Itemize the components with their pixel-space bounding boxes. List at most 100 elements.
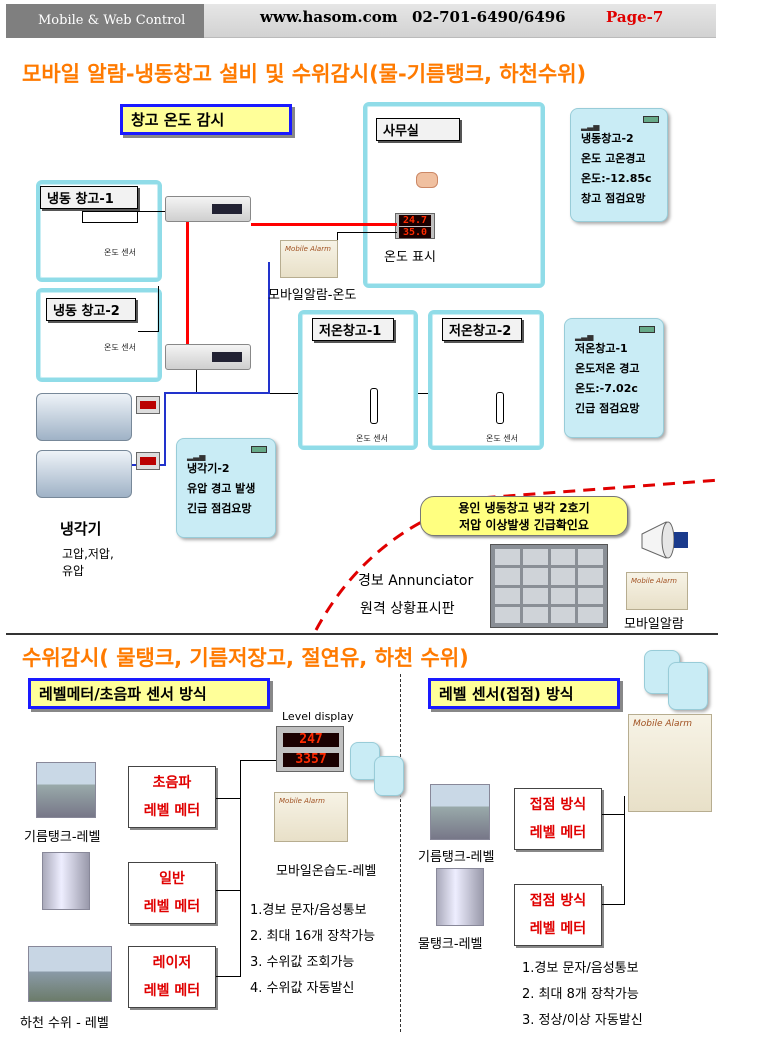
cold2-label: 저온창고-2 [442, 318, 522, 341]
wire-f1-h [138, 211, 165, 212]
freezer2-label: 냉동 창고-2 [46, 298, 136, 321]
mobile-alarm-right-device: Mobile Alarm [628, 714, 712, 812]
controller-2-screen [212, 352, 242, 362]
cooler-machine-2 [36, 450, 132, 498]
signal-icon: ▂▃▅ [575, 332, 594, 341]
mini-phone-4 [374, 756, 404, 796]
line-m3 [216, 976, 240, 977]
header-site[interactable]: www.hasom.com [260, 8, 398, 26]
phone2-line1: 저온창고-1 [575, 342, 628, 355]
cold1-sensor [370, 388, 378, 424]
right-list-1: 1.경보 문자/음성통보 [522, 961, 639, 976]
mobile-level-label: 모바일온습도-레벨 [276, 864, 377, 879]
controller-1-screen [212, 204, 242, 214]
meter-general-line1: 일반 [159, 871, 185, 887]
meter-laser: 레이저 레벨 메터 [128, 946, 216, 1008]
oil-tank-label-right: 기름탱크-레벨 [418, 850, 495, 865]
cooler-machine-1 [36, 393, 132, 441]
controller-1 [165, 196, 251, 222]
oil-tank-photo [36, 762, 96, 818]
meter-general: 일반 레벨 메터 [128, 862, 216, 924]
level-display-bottom: 3357 [283, 753, 339, 767]
temp-display-bottom: 35.0 [399, 227, 431, 238]
annunciator-grid [491, 545, 607, 627]
left-list-4: 4. 수위값 자동발신 [250, 981, 355, 996]
phone1-line4: 창고 점검요망 [581, 192, 646, 205]
phone3-line2: 유압 경고 발생 [187, 482, 256, 495]
water-tank-photo-right [436, 868, 484, 926]
cooler-sub-1: 고압,저압, [62, 547, 114, 561]
mini-phone-2 [668, 662, 708, 710]
phone1-line2: 온도 고온경고 [581, 152, 646, 165]
wire-f2-h [138, 331, 158, 332]
mobile-alarm-temp-brand: Mobile Alarm [285, 245, 331, 253]
siren-icon [416, 172, 438, 188]
cooler-meter-2-digits [140, 457, 156, 465]
cooler-sub: 고압,저압, 유압 [62, 546, 114, 580]
speech-line1: 용인 냉동창고 냉각 2호기 [458, 501, 590, 515]
phone-message-3: ▂▃▅ 냉각기-2 유압 경고 발생 긴급 점검요망 [176, 438, 276, 538]
meter-laser-line2: 레벨 메터 [143, 983, 201, 999]
header-page: Page-7 [606, 8, 664, 26]
cold2-sensor-label: 온도 센서 [486, 434, 518, 443]
phone2-line4: 긴급 점검요망 [575, 402, 640, 415]
right-feature-list: 1.경보 문자/음성통보 2. 최대 8개 장착가능 3. 정상/이상 자동발신 [522, 956, 643, 1034]
section2-title: 수위감시( 물탱크, 기름저장고, 절연유, 하천 수위) [22, 646, 469, 670]
left-list-2: 2. 최대 16개 장착가능 [250, 929, 376, 944]
wire-office [337, 232, 397, 233]
left-method-label: 레벨메터/초음파 센서 방식 [28, 678, 270, 709]
contact-meter-1: 접점 방식 레벨 메터 [514, 788, 602, 850]
wire-red-v [186, 222, 189, 344]
left-list-1: 1.경보 문자/음성통보 [250, 903, 367, 918]
cooler-sub-2: 유압 [62, 564, 85, 578]
mobile-alarm-temp-device: Mobile Alarm [280, 240, 338, 278]
contact-meter-1-line1: 접점 방식 [529, 797, 587, 813]
water-tank-label: 물탱크-레벨 [418, 937, 483, 952]
phone3-line3: 긴급 점검요망 [187, 502, 252, 515]
freezer1-sensor-label: 온도 센서 [104, 248, 136, 257]
contact-meter-1-line2: 레벨 메터 [529, 825, 587, 841]
wire-blue-h [164, 392, 268, 394]
alarm-speech-bubble: 용인 냉동창고 냉각 2호기 저압 이상발생 긴급확인요 [420, 496, 628, 536]
river-photo [28, 946, 112, 1002]
mobile-level-device: Mobile Alarm [274, 792, 348, 842]
office-label: 사무실 [376, 118, 460, 141]
line-c2 [602, 904, 624, 905]
cooler-meter-1 [136, 396, 160, 414]
cold1-label: 저온창고-1 [312, 318, 394, 341]
megaphone-icon [641, 521, 688, 559]
wire-f2 [158, 286, 159, 332]
phone3-line1: 냉각기-2 [187, 462, 230, 475]
temp-display-top: 24.7 [399, 215, 431, 226]
temp-display-label: 온도 표시 [384, 250, 436, 265]
mobile-alarm-label: 모바일알람 [624, 617, 684, 632]
mobile-alarm-temp-label: 모바일알람-온도 [268, 288, 357, 303]
section-divider [6, 633, 718, 635]
signal-icon: ▂▃▅ [581, 122, 600, 131]
phone-message-2: ▂▃▅ 저온창고-1 온도저온 경고 온도:-7.02c 긴급 점검요망 [564, 318, 664, 438]
wire-blue-v2 [164, 392, 166, 466]
oil-tank-photo-right [430, 784, 490, 840]
meter-general-line2: 레벨 메터 [143, 899, 201, 915]
right-list-2: 2. 최대 8개 장착가능 [522, 987, 639, 1002]
meter-ultrasonic-line2: 레벨 메터 [143, 803, 201, 819]
contact-meter-2: 접점 방식 레벨 메터 [514, 884, 602, 946]
level-display-top: 247 [283, 733, 339, 747]
line-m1 [216, 798, 240, 799]
line-left-to-display [240, 760, 276, 761]
cold2-sensor [496, 392, 504, 424]
cooler-meter-2 [136, 452, 160, 470]
freezer2-sensor-label: 온도 센서 [104, 343, 136, 352]
signal-icon: ▂▃▅ [187, 452, 206, 461]
line-left-v [240, 760, 241, 977]
mobile-level-brand: Mobile Alarm [279, 797, 325, 805]
phone2-line3: 온도:-7.02c [575, 382, 638, 395]
level-display-label: Level display [282, 710, 354, 723]
oil-tank-label: 기름탱크-레벨 [24, 830, 101, 845]
phone2-line2: 온도저온 경고 [575, 362, 640, 375]
contact-meter-2-line1: 접점 방식 [529, 893, 587, 909]
cooler-meter-1-digits [140, 401, 156, 409]
section1-title: 모바일 알람-냉동창고 설비 및 수위감시(물-기름탱크, 하천수위) [22, 62, 587, 86]
meter-ultrasonic: 초음파 레벨 메터 [128, 766, 216, 828]
monitor-label: 창고 온도 감시 [120, 104, 292, 135]
